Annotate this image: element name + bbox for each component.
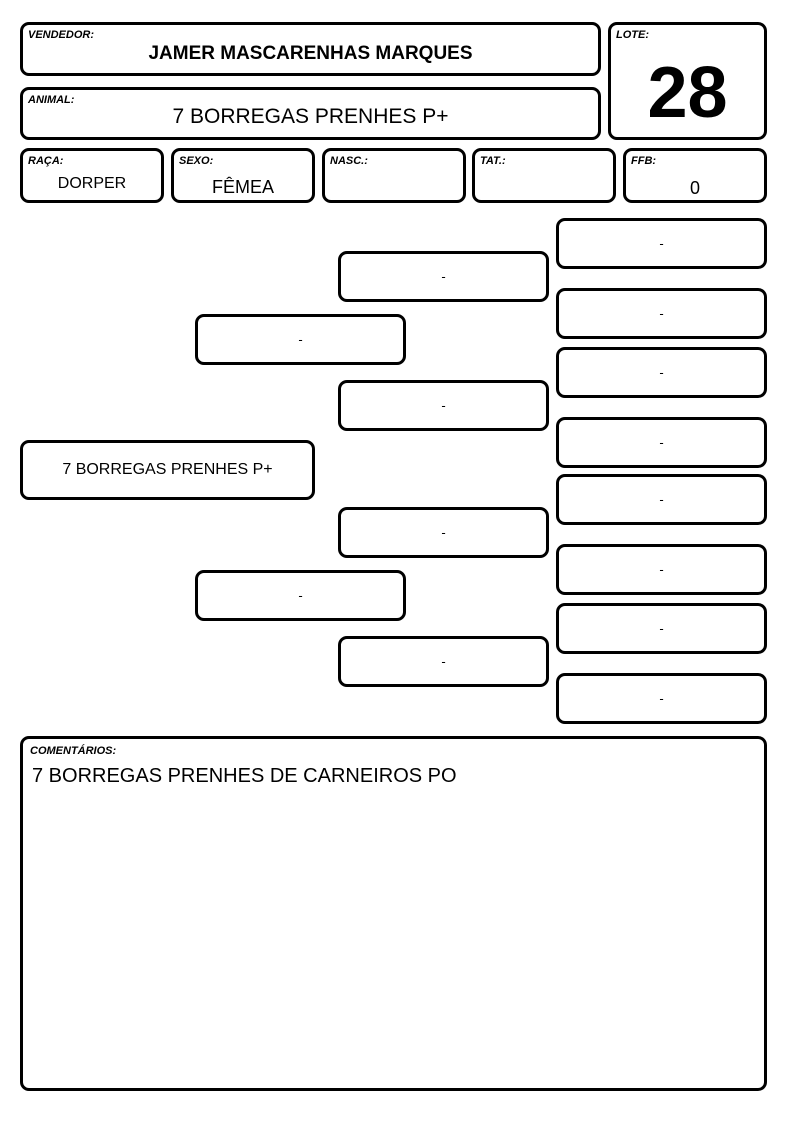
sexo-box: SEXO: FÊMEA (171, 148, 315, 203)
pedigree-sire-dam: - (338, 380, 549, 431)
pedigree-sire-label: - (298, 331, 303, 347)
comments-text: 7 BORREGAS PRENHES DE CARNEIROS PO (32, 765, 457, 787)
vendedor-value: JAMER MASCARENHAS MARQUES (148, 43, 473, 64)
animal-box: ANIMAL: 7 BORREGAS PRENHES P+ (20, 87, 601, 140)
vendedor-box: VENDEDOR: JAMER MASCARENHAS MARQUES (20, 22, 601, 76)
pedigree-dam-sire-label: - (441, 524, 446, 540)
pedigree-dam-sire: - (338, 507, 549, 558)
pedigree-gg-4: - (556, 417, 767, 468)
pedigree-gg-1-label: - (659, 235, 664, 251)
lote-value: 28 (647, 53, 728, 133)
pedigree-gg-2-label: - (659, 305, 664, 321)
pedigree-animal: 7 BORREGAS PRENHES P+ (20, 440, 315, 500)
ffb-label: FFB: (631, 155, 657, 167)
pedigree-dam-dam-label: - (441, 653, 446, 669)
pedigree-dam: - (195, 570, 406, 621)
comments-label: COMENTÁRIOS: (30, 745, 117, 757)
pedigree-gg-3-label: - (659, 364, 664, 380)
pedigree-sire-sire: - (338, 251, 549, 302)
raca-value: DORPER (57, 175, 127, 192)
nasc-box: NASC.: (322, 148, 466, 203)
pedigree-dam-label: - (298, 587, 303, 603)
animal-label: ANIMAL: (28, 94, 75, 106)
comments-box: COMENTÁRIOS: 7 BORREGAS PRENHES DE CARNE… (20, 736, 767, 1091)
animal-value: 7 BORREGAS PRENHES P+ (172, 105, 449, 128)
pedigree-sire: - (195, 314, 406, 365)
pedigree-gg-6: - (556, 544, 767, 595)
pedigree-sire-sire-label: - (441, 268, 446, 284)
pedigree-gg-8-label: - (659, 690, 664, 706)
pedigree-gg-6-label: - (659, 561, 664, 577)
pedigree-gg-1: - (556, 218, 767, 269)
pedigree-sire-dam-label: - (441, 397, 446, 413)
pedigree-gg-2: - (556, 288, 767, 339)
lote-box: LOTE: 28 (608, 22, 767, 140)
pedigree-gg-4-label: - (659, 434, 664, 450)
pedigree-gg-5-label: - (659, 491, 664, 507)
ffb-value: 0 (689, 178, 700, 198)
raca-box: RAÇA: DORPER (20, 148, 164, 203)
pedigree-gg-5: - (556, 474, 767, 525)
sexo-label: SEXO: (179, 155, 214, 167)
pedigree-gg-3: - (556, 347, 767, 398)
ffb-box: FFB: 0 (623, 148, 767, 203)
tat-label: TAT.: (480, 155, 506, 167)
vendedor-label: VENDEDOR: (28, 29, 95, 41)
pedigree-dam-dam: - (338, 636, 549, 687)
pedigree-gg-7-label: - (659, 620, 664, 636)
nasc-label: NASC.: (330, 155, 368, 167)
pedigree-animal-label: 7 BORREGAS PRENHES P+ (62, 461, 273, 478)
tat-box: TAT.: (472, 148, 616, 203)
lote-label: LOTE: (616, 29, 649, 41)
pedigree-gg-7: - (556, 603, 767, 654)
pedigree-gg-8: - (556, 673, 767, 724)
sexo-value: FÊMEA (211, 177, 274, 197)
raca-label: RAÇA: (28, 155, 64, 167)
